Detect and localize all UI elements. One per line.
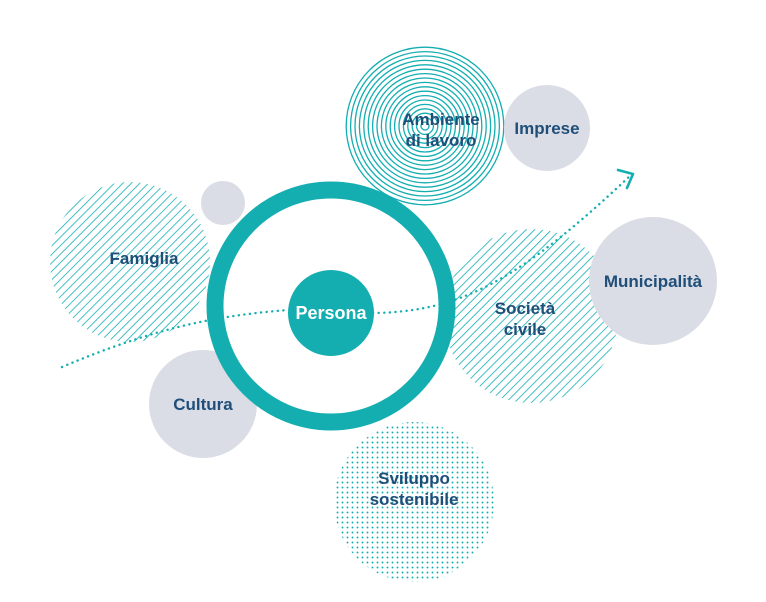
sviluppo-label-line1: Sviluppo — [378, 469, 450, 488]
ambiente-ring — [380, 81, 470, 171]
ambiente-ring — [415, 116, 435, 136]
persona-label: Persona — [295, 303, 367, 323]
persona-circle — [288, 270, 374, 356]
ambiente-ring — [385, 86, 465, 166]
ambiente-ring — [371, 72, 479, 180]
sviluppo-circle — [334, 422, 494, 582]
societa-label-line2: civile — [504, 320, 547, 339]
ambiente-label-line1: Ambiente — [402, 110, 479, 129]
ambiente-ring — [402, 103, 448, 149]
ambiente-ring — [411, 112, 439, 140]
ambiente-ring — [363, 64, 487, 188]
societa-circle — [444, 229, 618, 403]
arrow-head-icon — [616, 168, 635, 190]
imprese-circle — [504, 85, 590, 171]
cultura-label: Cultura — [173, 395, 233, 414]
ambiente-ring — [349, 50, 501, 202]
ambiente-ring — [376, 77, 474, 175]
ambiente-ring — [367, 68, 483, 184]
ambiente-label-line2: di lavoro — [406, 131, 477, 150]
famiglia-circle — [50, 182, 210, 342]
ambiente-ring — [393, 94, 457, 158]
ambiente-ring — [345, 46, 505, 206]
municipalita-label: Municipalità — [604, 272, 703, 291]
ambiente-ring — [398, 99, 452, 153]
ambiente-ring — [354, 55, 496, 197]
ambiente-ring — [420, 121, 430, 131]
ambiente-ring — [389, 90, 461, 162]
famiglia-small-bubble — [201, 181, 245, 225]
ambiente-ring — [407, 108, 443, 144]
flow-dotted-path — [60, 172, 634, 369]
societa-label-line1: Società — [495, 299, 556, 318]
famiglia-label: Famiglia — [110, 249, 180, 268]
ambiente-ring — [358, 59, 492, 193]
imprese-label: Imprese — [514, 119, 579, 138]
sviluppo-label-line2: sostenibile — [370, 490, 459, 509]
ambiente-rings — [345, 46, 505, 206]
municipalita-circle — [589, 217, 717, 345]
